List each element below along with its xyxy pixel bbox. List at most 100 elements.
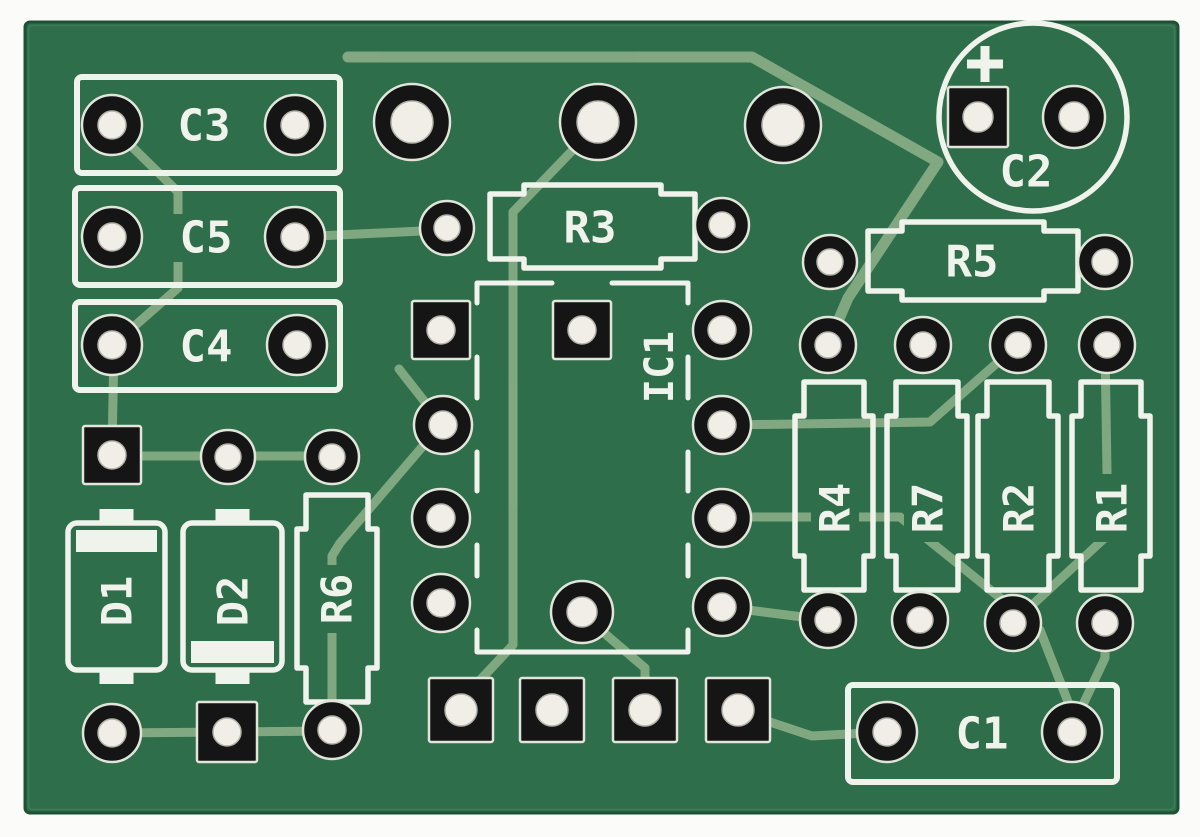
anode-tab <box>215 669 250 684</box>
copper-trace <box>342 51 944 346</box>
drill-hole <box>1057 717 1087 747</box>
label-clearance <box>93 567 141 635</box>
label-R1: R1 <box>1088 483 1137 534</box>
outline-C2 <box>936 20 1130 214</box>
drill-hole <box>390 100 434 144</box>
drill-hole <box>97 718 127 748</box>
label-C5: C5 <box>180 213 233 264</box>
drill-hole <box>1091 609 1119 637</box>
drill-hole <box>707 315 737 345</box>
label-C1: C1 <box>956 709 1009 760</box>
drill-hole <box>318 443 346 471</box>
label-clearance <box>995 474 1043 542</box>
anode-tab <box>99 669 134 684</box>
outline-R6 <box>294 492 380 705</box>
drill-hole <box>1091 248 1119 276</box>
label-C3: C3 <box>178 101 231 152</box>
outline-R7 <box>884 379 970 593</box>
drill-hole <box>426 588 456 618</box>
label-R4: R4 <box>811 483 860 534</box>
drill-hole <box>906 606 934 634</box>
drill-hole <box>97 110 127 140</box>
drill-hole <box>872 717 902 747</box>
label-IC1: IC1 <box>637 331 683 403</box>
label-clearance <box>209 567 257 635</box>
drill-hole <box>1093 331 1121 359</box>
drill-hole <box>97 440 127 470</box>
label-clearance <box>172 323 240 371</box>
label-R7: R7 <box>904 483 953 534</box>
label-R5: R5 <box>946 237 999 288</box>
label-clearance <box>172 214 240 262</box>
label-clearance <box>313 565 361 633</box>
outline-C4 <box>72 299 343 393</box>
label-clearance <box>556 204 624 252</box>
outline-C5 <box>72 185 343 288</box>
plus-icon <box>980 46 990 82</box>
label-C4: C4 <box>180 322 233 373</box>
label-R2: R2 <box>995 483 1044 534</box>
drill-hole <box>97 222 127 252</box>
label-clearance-layer <box>93 102 1136 758</box>
drill-hole <box>1004 331 1032 359</box>
outline-R1 <box>1069 379 1153 593</box>
label-clearance <box>811 474 859 542</box>
board-edge-highlight <box>27 24 1176 811</box>
drill-hole <box>317 715 347 745</box>
drill-hole <box>814 331 842 359</box>
outline-R2 <box>975 379 1061 593</box>
outline-R5 <box>865 219 1081 303</box>
drill-hole <box>761 103 805 147</box>
silkscreen-layer <box>65 20 1153 785</box>
drill-hole <box>280 110 310 140</box>
drill-hole <box>909 331 937 359</box>
diode-band <box>191 641 274 663</box>
outline-C1 <box>845 682 1120 785</box>
label-C2: C2 <box>1000 147 1053 198</box>
label-clearance <box>904 474 952 542</box>
drill-hole <box>426 503 456 533</box>
cathode-tab <box>215 509 250 524</box>
drill-hole <box>707 503 737 533</box>
label-clearance <box>1088 474 1136 542</box>
outline-C3 <box>74 74 343 176</box>
copper-trace <box>327 420 446 733</box>
drill-hole <box>214 443 242 471</box>
drill-hole <box>566 596 598 628</box>
drill-hole <box>628 693 662 727</box>
drill-hole <box>999 609 1027 637</box>
drill-hole <box>535 693 569 727</box>
drill-hole <box>280 222 310 252</box>
drill-hole <box>816 248 844 276</box>
drill-hole <box>1058 101 1090 133</box>
outline-IC1 <box>474 280 691 655</box>
drill-hole <box>426 315 456 345</box>
drill-hole <box>444 693 478 727</box>
drill-hole <box>567 315 597 345</box>
pad-layer <box>80 82 1137 764</box>
label-R6: R6 <box>313 574 362 625</box>
label-D2: D2 <box>209 576 258 627</box>
outline-R4 <box>792 379 876 593</box>
outline-R3 <box>487 182 698 271</box>
drill-hole <box>212 717 242 747</box>
label-clearance <box>636 319 684 415</box>
drill-hole <box>814 606 842 634</box>
drill-hole <box>707 410 737 440</box>
cathode-tab <box>99 509 134 524</box>
diode-band <box>76 530 157 552</box>
drill-hole <box>97 330 127 360</box>
drill-hole <box>428 410 458 440</box>
label-R3: R3 <box>564 203 617 254</box>
drill-hole <box>721 693 755 727</box>
drill-hole <box>282 330 312 360</box>
label-clearance <box>992 148 1060 196</box>
label-clearance <box>938 238 1006 286</box>
drill-hole <box>708 211 736 239</box>
label-D1: D1 <box>93 576 142 627</box>
drill-hole <box>433 214 461 242</box>
drill-hole <box>576 100 620 144</box>
